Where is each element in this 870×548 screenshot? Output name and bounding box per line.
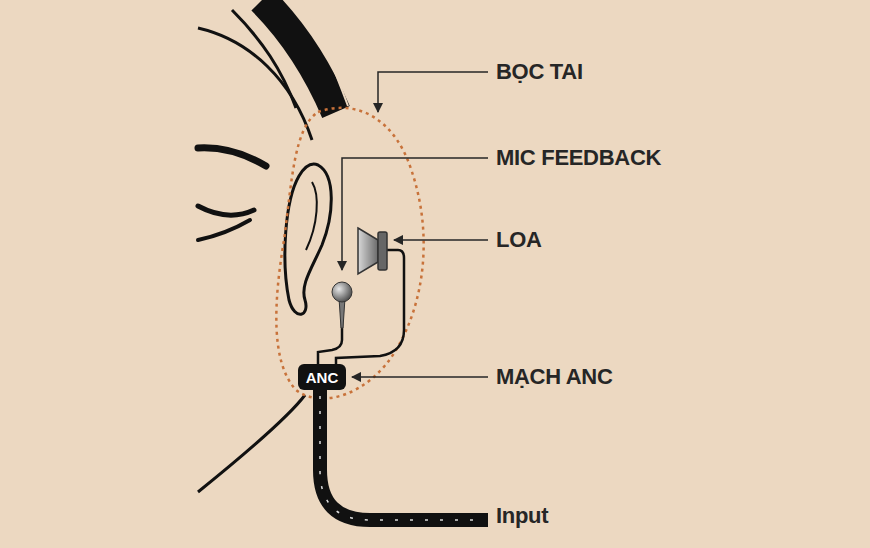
node-text: ANC [306,369,339,386]
eyebrow [198,148,266,166]
signal-flow [320,396,482,520]
cable [320,388,488,520]
part-label: MẠCH ANC [496,364,613,390]
anc-circuit: ANC [298,364,346,390]
eye [198,206,254,215]
jaw-line [198,395,305,492]
leader-line [378,72,488,112]
part-label: Input [496,503,548,529]
leader-line [342,158,488,270]
eye-lower [198,220,250,240]
headband [262,0,336,112]
ear-fold [306,182,317,250]
speaker-magnet [378,232,387,270]
part-label: BỌC TAI [496,59,583,85]
leader-line [394,239,488,241]
part-label: MIC FEEDBACK [496,145,661,171]
headband-edge [300,0,348,106]
ear-cup [276,108,423,399]
microphone [332,282,352,302]
leader-line [352,376,488,378]
speaker-cone [358,228,378,274]
part-label: LOA [496,227,542,253]
